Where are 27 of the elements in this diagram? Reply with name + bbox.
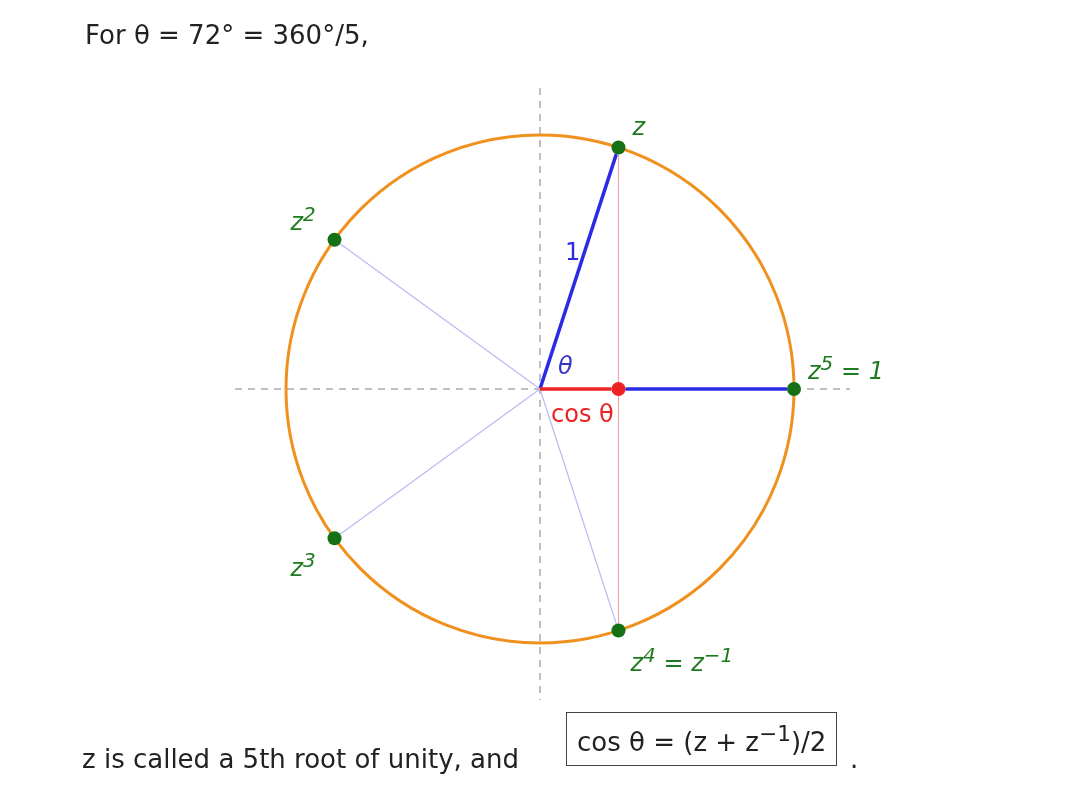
formula-box xyxy=(566,712,838,766)
radius-line xyxy=(625,387,787,391)
point-label: z xyxy=(632,113,646,142)
point-dot xyxy=(787,382,801,396)
point-dot xyxy=(611,382,626,396)
point-dot xyxy=(327,531,342,546)
angle-label: θ xyxy=(558,352,573,380)
radius-line xyxy=(617,153,620,383)
radius-line xyxy=(540,387,612,391)
radius-line xyxy=(339,388,541,535)
point-dot xyxy=(611,623,626,638)
radius-line xyxy=(617,395,620,625)
radius-line xyxy=(538,153,618,390)
point-dot xyxy=(611,140,626,155)
radius-line xyxy=(539,388,617,625)
edge-label: 1 xyxy=(565,238,581,266)
point-dot xyxy=(327,232,342,247)
sentence: z is called a 5th root of unity, and xyxy=(82,744,519,774)
heading: For θ = 72° = 360°/5, xyxy=(85,20,369,50)
point-label: z$^{2}$ xyxy=(290,201,316,236)
point-label: z$^{5}$ = 1 xyxy=(808,351,884,385)
point-label: z$^{4}$ = z$^{−1}$ xyxy=(630,642,734,677)
radius-line xyxy=(339,243,541,390)
point-label: z$^{3}$ xyxy=(290,548,316,583)
sentence-period: . xyxy=(850,744,859,774)
formula: cos θ = (z + z$^{−1}$)/2 xyxy=(577,721,827,757)
edge-label: cos θ xyxy=(551,400,614,428)
